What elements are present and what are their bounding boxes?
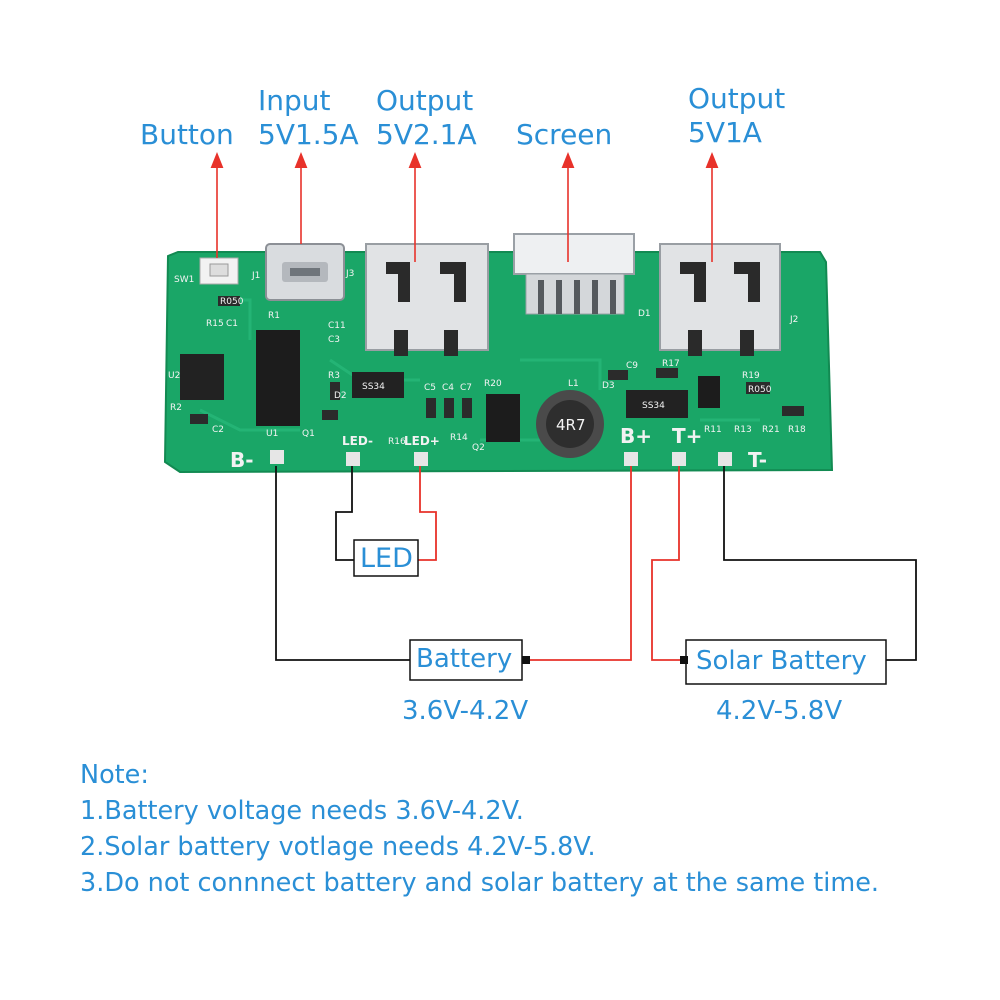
screen-connector — [513, 233, 635, 315]
label-battery: Battery — [416, 644, 513, 674]
silk-r3: R3 — [328, 371, 340, 381]
silk-d3: D3 — [602, 381, 615, 391]
silk-q2: Q2 — [472, 443, 485, 453]
pin-b-minus: B- — [230, 448, 254, 472]
silk-d1: D1 — [638, 309, 651, 319]
battery-box — [409, 639, 523, 681]
silk-c4: C4 — [442, 383, 454, 393]
silk-r19: R19 — [742, 371, 760, 381]
label-button: Button — [140, 118, 234, 151]
inductor-mark: 4R7 — [556, 416, 586, 434]
label-output-right-title: Output — [688, 82, 786, 115]
silk-r18: R18 — [788, 425, 806, 435]
silk-ss34-b: SS34 — [642, 401, 665, 411]
label-output-left-value: 5V2.1A — [376, 118, 477, 151]
pointer-arrows — [210, 152, 719, 262]
usb-a-port-right — [659, 243, 781, 356]
label-output-right-value: 5V1A — [688, 116, 762, 149]
silk-c2: C2 — [212, 425, 224, 435]
solar-battery-box — [685, 639, 887, 685]
battery-terminal — [522, 656, 530, 664]
silk-r11: R11 — [704, 425, 722, 435]
inductor — [536, 390, 604, 458]
smd-components — [190, 296, 804, 424]
solder-pads — [270, 450, 732, 466]
note-item-3: 3.Do not connnect battery and solar batt… — [80, 868, 880, 898]
solar-terminal — [680, 656, 688, 664]
silk-c7: C7 — [460, 383, 472, 393]
ic-chips — [180, 330, 720, 442]
label-solar-battery: Solar Battery — [696, 646, 867, 676]
silk-r2: R2 — [170, 403, 182, 413]
usb-a-port-left — [365, 243, 489, 356]
silk-c5: C5 — [424, 383, 436, 393]
silk-r17: R17 — [662, 359, 680, 369]
silk-c9: C9 — [626, 361, 638, 371]
note-item-2: 2.Solar battery votlage needs 4.2V-5.8V. — [80, 832, 596, 862]
label-output-left-title: Output — [376, 84, 474, 117]
button-switch — [199, 257, 239, 285]
silk-u2: U2 — [168, 371, 180, 381]
label-solar-voltage: 4.2V-5.8V — [716, 696, 843, 726]
silk-r21: R21 — [762, 425, 780, 435]
silk-d2: D2 — [334, 391, 347, 401]
silk-r16: R16 — [388, 437, 406, 447]
pin-led-minus: LED- — [342, 434, 374, 448]
silk-r14: R14 — [450, 433, 468, 443]
silk-u1: U1 — [266, 429, 278, 439]
silkscreen: SW1 J1 J3 J2 D1 U1 U2 L1 4R7 SS34 SS34 R… — [168, 269, 806, 453]
ss34-diodes — [352, 372, 688, 418]
silk-r050-b: R050 — [748, 385, 772, 395]
silk-sw1: SW1 — [174, 275, 194, 285]
note-item-1: 1.Battery voltage needs 3.6V-4.2V. — [80, 796, 524, 826]
silk-j2: J2 — [789, 315, 798, 325]
wiring — [275, 466, 917, 661]
label-input-value: 5V1.5A — [258, 118, 359, 151]
silk-r13: R13 — [734, 425, 752, 435]
micro-usb-port — [265, 243, 345, 301]
silk-q1: Q1 — [302, 429, 315, 439]
label-led: LED — [360, 543, 413, 574]
silk-c3: C3 — [328, 335, 340, 345]
pin-led-plus: LED+ — [404, 434, 440, 448]
pin-t-minus: T- — [748, 448, 768, 472]
pin-t-plus: T+ — [672, 424, 703, 448]
silk-l1: L1 — [568, 379, 579, 389]
silk-r15: R15 — [206, 319, 224, 329]
silk-c1: C1 — [226, 319, 238, 329]
silk-r1: R1 — [268, 311, 280, 321]
label-input-title: Input — [258, 84, 331, 117]
label-screen: Screen — [516, 118, 613, 151]
silk-r20: R20 — [484, 379, 502, 389]
led-box — [353, 539, 419, 577]
silk-j3: J3 — [345, 269, 354, 279]
silk-r050-a: R050 — [220, 297, 244, 307]
pin-b-plus: B+ — [620, 424, 653, 448]
silk-c11: C11 — [328, 321, 346, 331]
silk-j1: J1 — [251, 271, 260, 281]
label-battery-voltage: 3.6V-4.2V — [402, 696, 529, 726]
note-heading: Note: — [80, 760, 149, 790]
silk-ss34-a: SS34 — [362, 382, 385, 392]
